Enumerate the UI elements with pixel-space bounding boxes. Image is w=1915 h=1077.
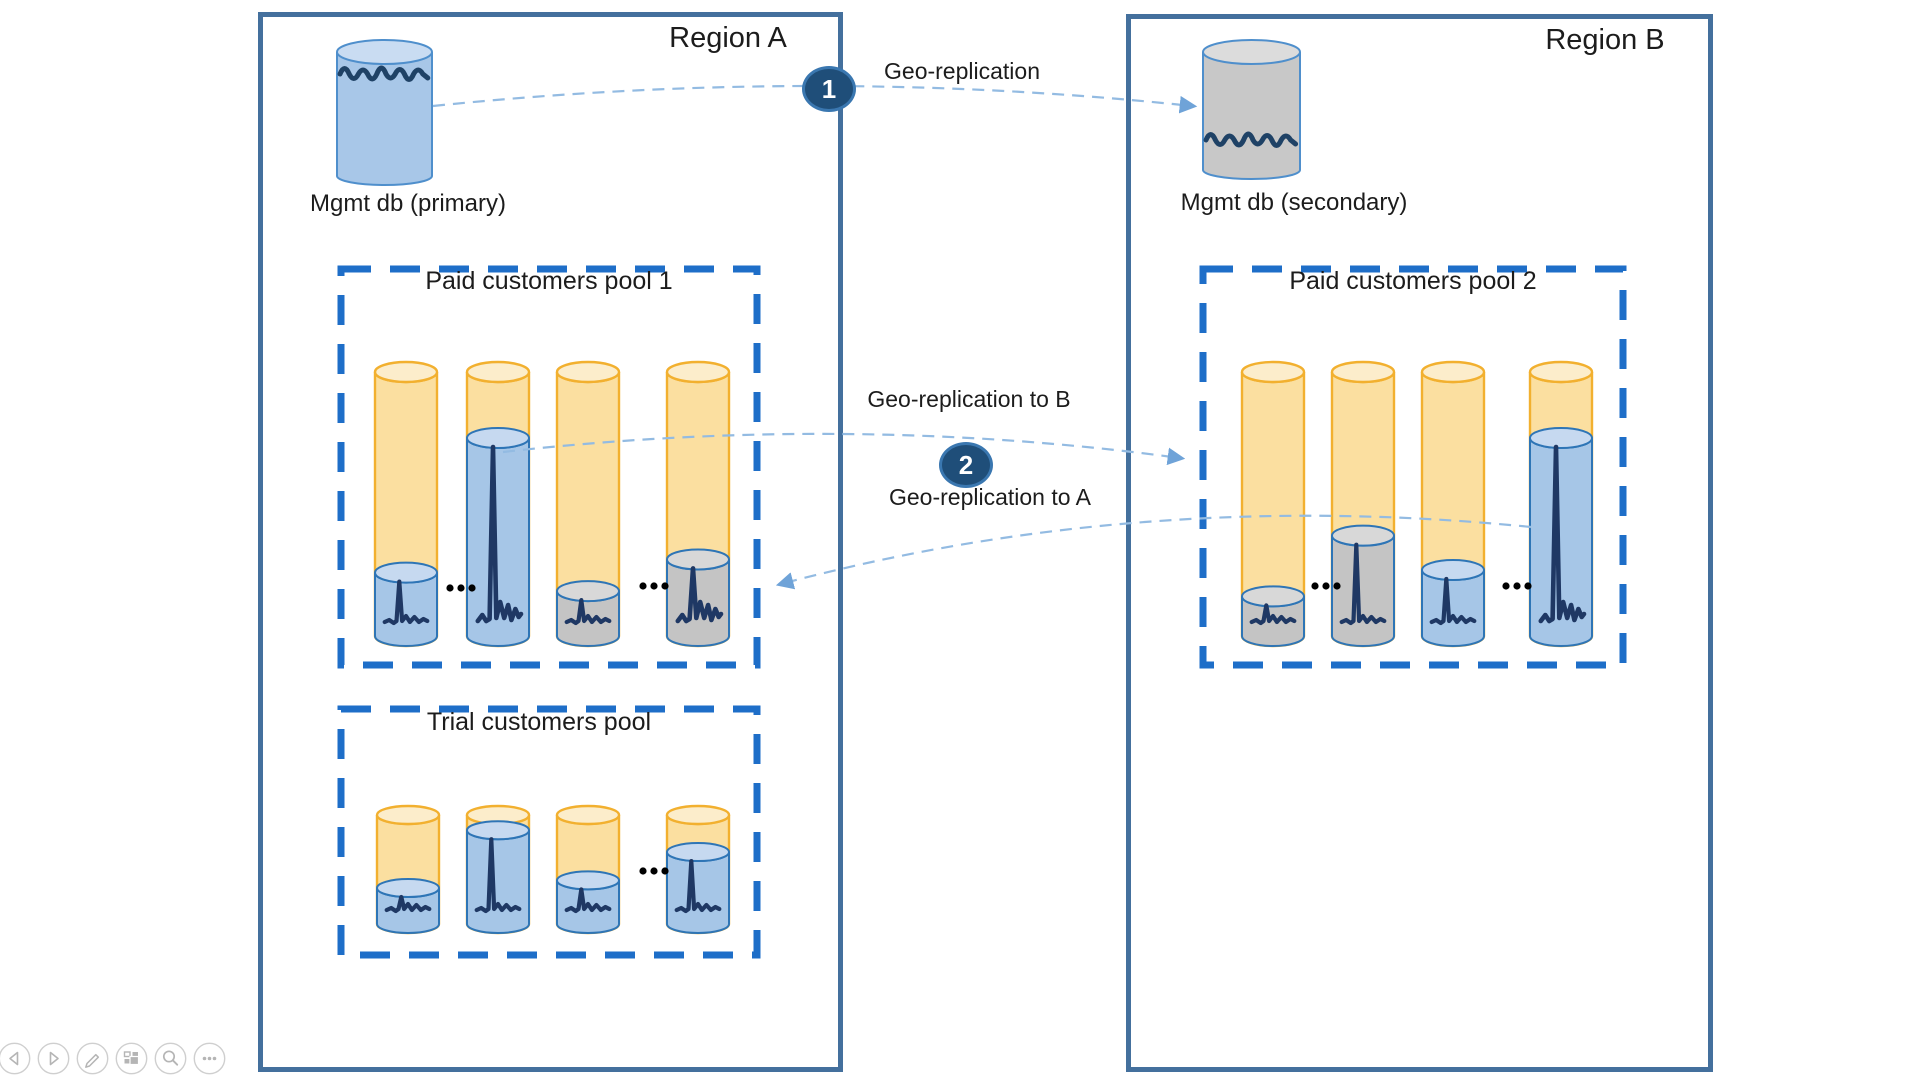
pool-cylinder [665,804,731,935]
pool-cylinder [1528,360,1594,648]
ellipsis-dots [639,867,669,875]
pool-cylinder [555,360,621,648]
mgmt-db-secondary-cylinder [1202,39,1301,180]
region-b-title: Region B [1545,24,1665,56]
ellipsis-icon [193,1042,226,1075]
geo-replication-to-b-arrow [502,432,1186,466]
ellipsis-dots [446,584,476,592]
pool-cylinder [1240,360,1306,648]
pool-dashed-box [337,265,761,669]
region-a-box [258,12,843,1072]
step-1-badge: 1 [802,66,856,112]
previous-icon [0,1042,31,1075]
geo-replication-to-a-label: Geo-replication to A [888,484,1092,510]
pool-cylinder [465,804,531,935]
trial-pool-title: Trial customers pool [426,708,652,736]
geo-replication-label: Geo-replication [884,58,1040,84]
mgmt-db-secondary-label: Mgmt db (secondary) [1180,189,1408,216]
region-b-box [1126,14,1713,1072]
pen-annotate-button[interactable] [76,1042,109,1075]
pool-cylinder [375,804,441,935]
step-1-number: 1 [821,73,837,104]
pool-cylinder [1330,360,1396,648]
previous-slide-button[interactable] [0,1042,31,1075]
see-all-slides-button[interactable] [115,1042,148,1075]
step-2-badge: 2 [939,442,993,488]
more-options-button[interactable] [193,1042,226,1075]
pen-icon [76,1042,109,1075]
region-a-title: Region A [669,22,787,54]
geo-replication-to-b-label: Geo-replication to B [867,386,1071,412]
pool-dashed-box [1199,265,1627,669]
pool-cylinder [1420,360,1486,648]
magnifier-icon [154,1042,187,1075]
mgmt-db-primary-cylinder [336,39,433,186]
presentation-controls [0,1042,226,1075]
slides-grid-icon [115,1042,148,1075]
pool-2-title: Paid customers pool 2 [1289,267,1537,295]
mgmt-db-primary-label: Mgmt db (primary) [309,190,507,217]
pool-cylinder [665,360,731,648]
ellipsis-dots [639,582,669,590]
next-icon [37,1042,70,1075]
geo-replication-to-a-arrow [775,514,1532,590]
ellipsis-dots [1311,582,1341,590]
next-slide-button[interactable] [37,1042,70,1075]
zoom-slide-button[interactable] [154,1042,187,1075]
pool-cylinder [555,804,621,935]
pool-cylinder [373,360,439,648]
step-2-number: 2 [958,449,974,480]
ellipsis-dots [1502,582,1532,590]
pool-dashed-box [337,705,761,959]
pool-cylinder [465,360,531,648]
pool-1-title: Paid customers pool 1 [425,267,673,295]
